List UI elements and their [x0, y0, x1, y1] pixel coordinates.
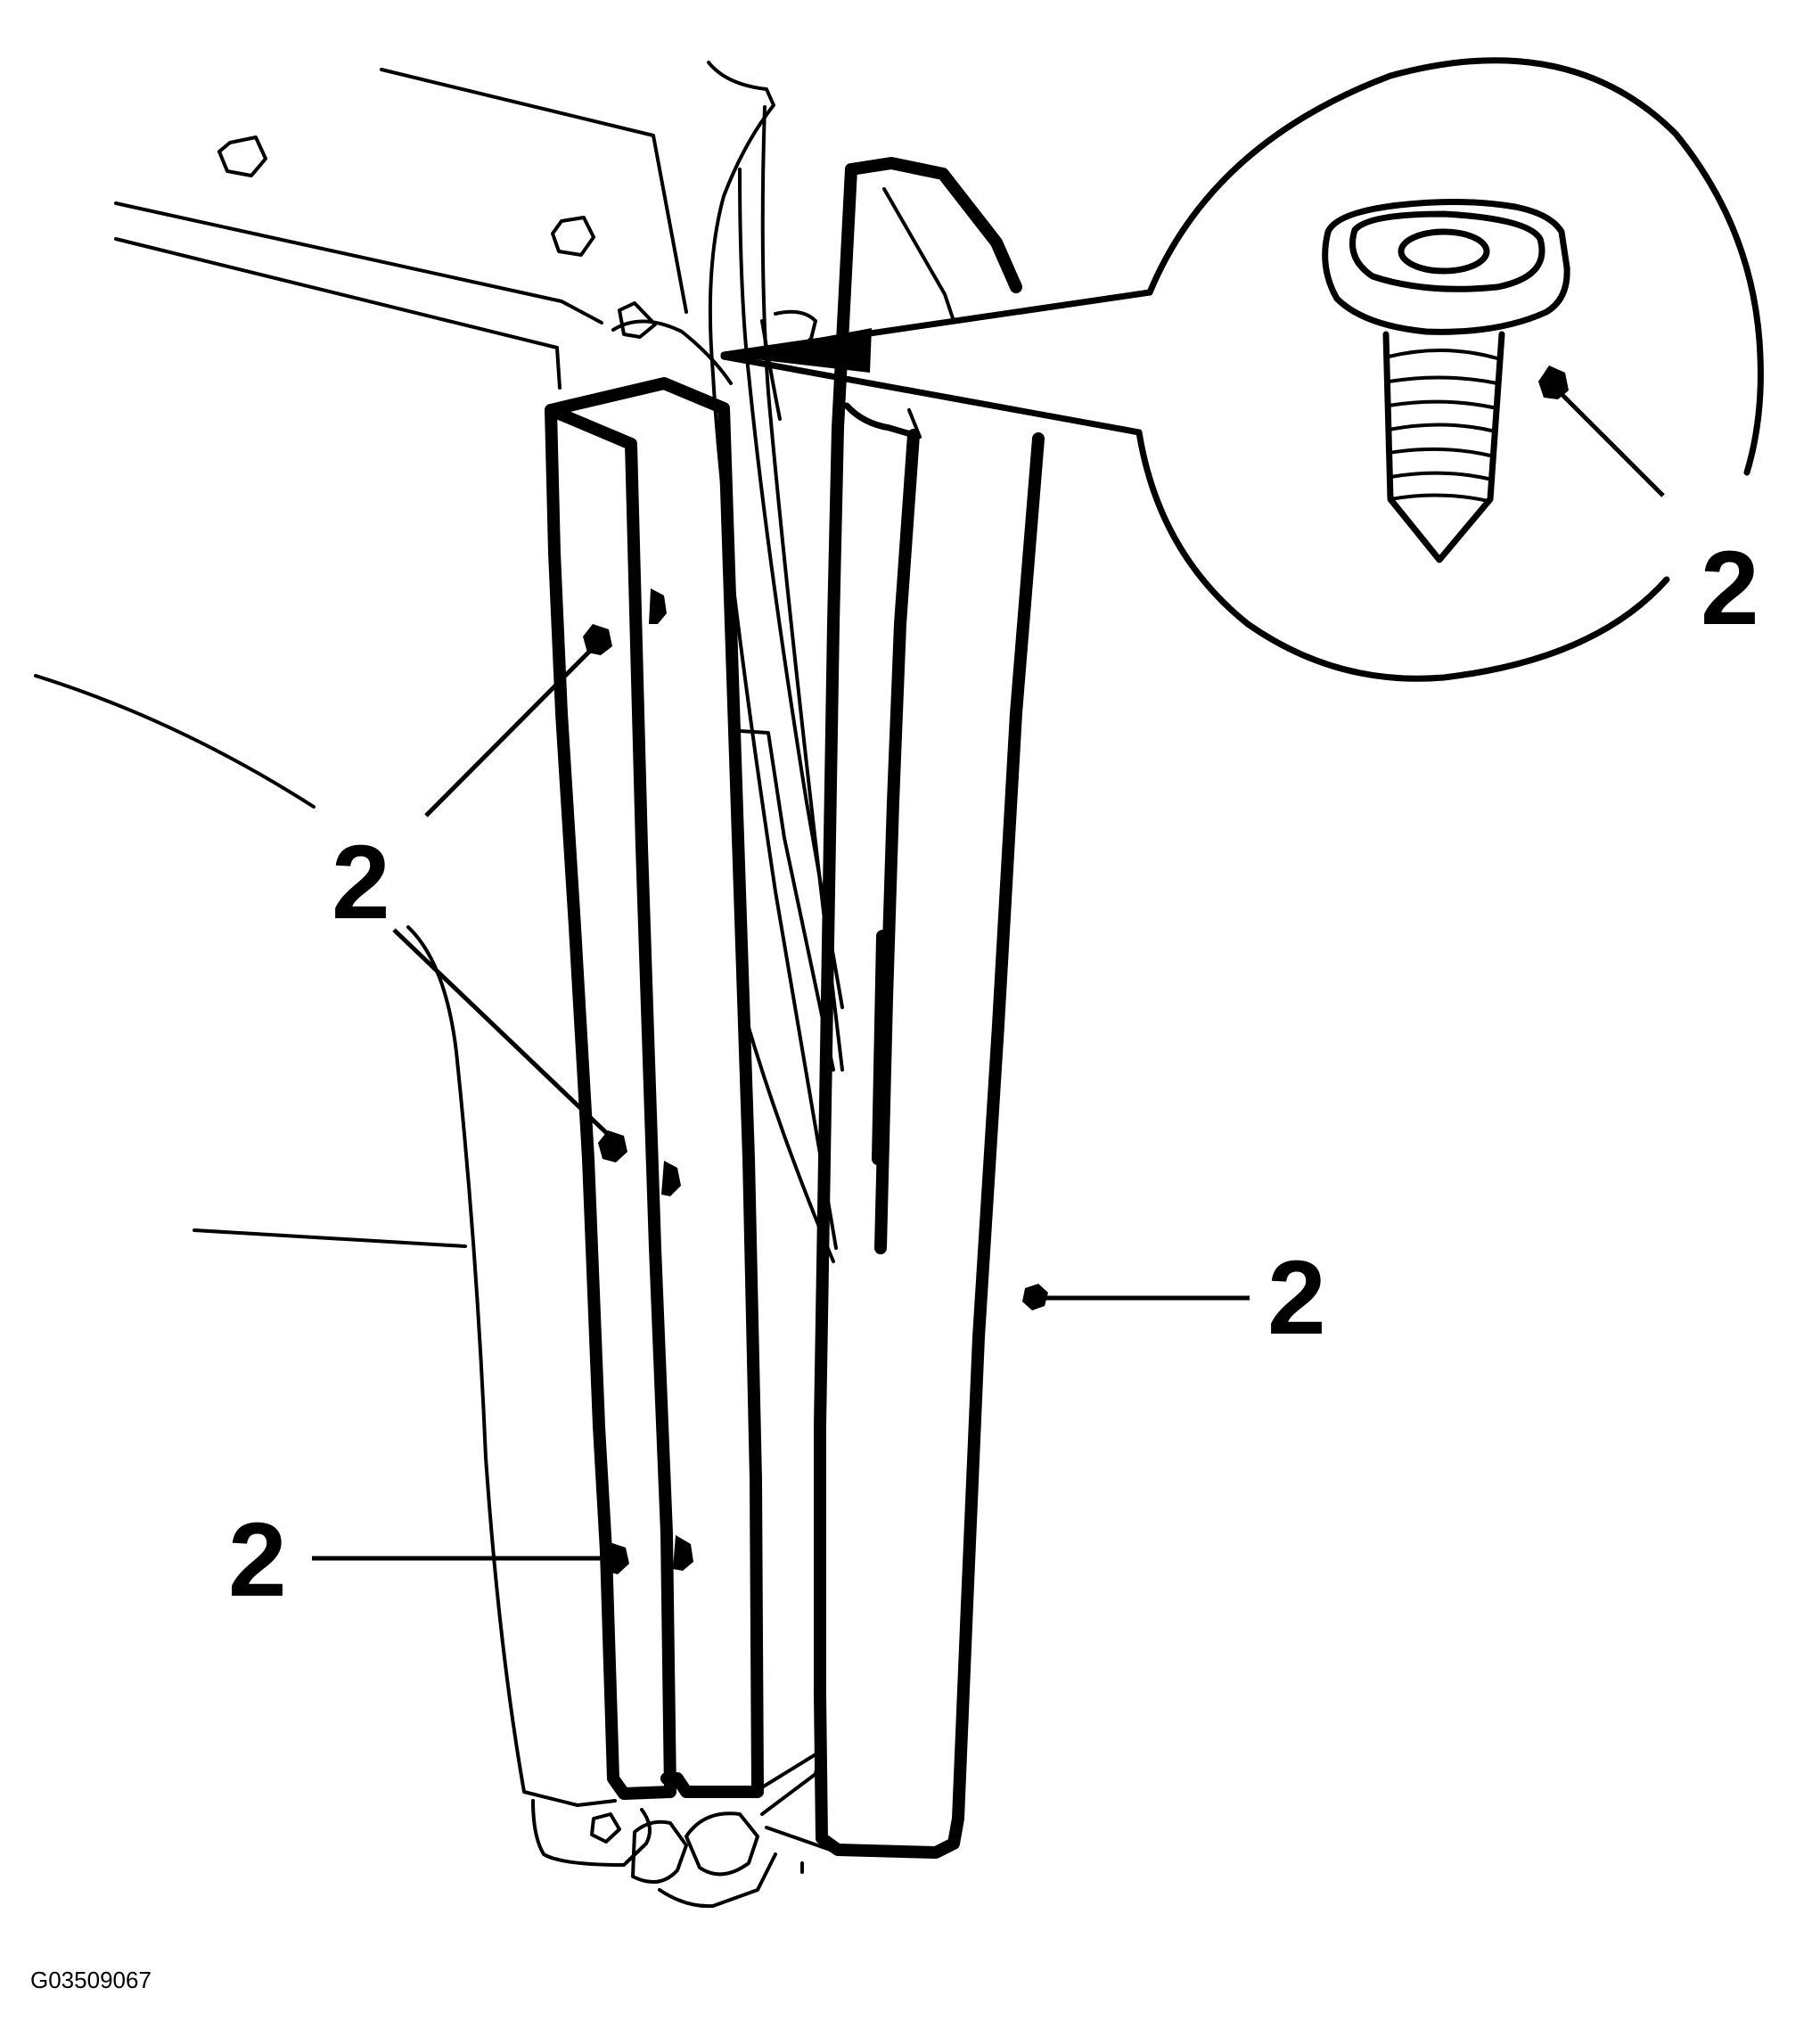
detail-magnifier: [720, 57, 1764, 682]
b-pillar-trim-panel: [814, 157, 1045, 1859]
callout-trim-panel-screws: 2: [332, 624, 627, 1162]
screw-recess-icon: [1398, 228, 1490, 275]
callout-label-4: 2: [228, 1501, 287, 1619]
callout-label-3: 2: [1267, 1239, 1326, 1357]
screw-detail-icon: [1322, 198, 1570, 563]
callout-screw-detail: 2: [1538, 366, 1759, 647]
figure-id: G03509067: [30, 1967, 152, 1993]
mounting-hole-2: [551, 216, 595, 257]
mounting-hole-1: [217, 136, 267, 177]
callout-label-1: 2: [1701, 530, 1759, 647]
callout-b-pillar-trim: 2: [1022, 1239, 1326, 1357]
callout-label-2: 2: [332, 824, 390, 941]
front-pillar-trim-panel: [545, 377, 764, 1800]
callout-lower-screw: 2: [228, 1501, 629, 1619]
